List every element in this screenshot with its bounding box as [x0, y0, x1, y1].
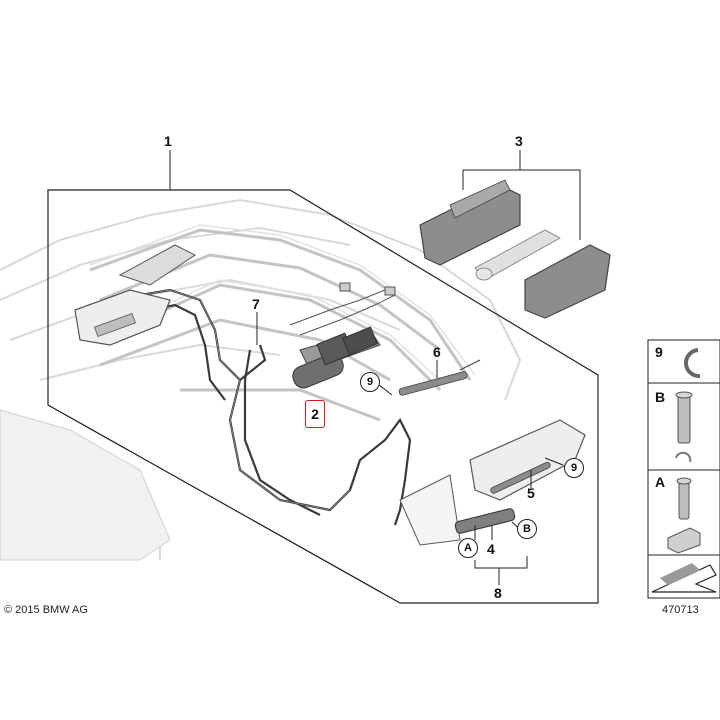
callout-a-circle: A: [458, 538, 478, 558]
legend-panel: [647, 339, 720, 599]
hydraulic-cylinder-6: [398, 359, 481, 396]
pump-wiring: [289, 282, 396, 336]
left-hinge-mechanism: [74, 244, 196, 346]
callout-9-circle: 9: [564, 458, 584, 478]
car-body-fill: [0, 409, 171, 561]
image-number: 470713: [662, 604, 699, 616]
cover-parts-3: [419, 179, 611, 319]
callout-3: 3: [515, 133, 523, 149]
callout-5: 5: [527, 485, 535, 501]
assembly-outline: [47, 189, 599, 604]
callout-9-circle: 9: [360, 372, 380, 392]
hydraulic-cylinder-4: [454, 508, 516, 534]
leader-lines: [169, 150, 581, 585]
legend-label-b: B: [655, 389, 666, 405]
callout-4: 4: [487, 541, 495, 557]
callout-1: 1: [164, 133, 172, 149]
copyright-text: © 2015 BMW AG: [4, 604, 88, 616]
callout-7: 7: [252, 296, 260, 312]
callout-6: 6: [433, 344, 441, 360]
legend-label-a: A: [655, 474, 666, 490]
callout-8: 8: [494, 585, 502, 601]
callout-2-highlighted: 2: [305, 400, 325, 428]
callout-b-circle: B: [517, 519, 537, 539]
top-frame-rails-inner: [89, 224, 476, 386]
legend-label-9: 9: [655, 344, 663, 360]
hydraulic-pump-unit: [292, 326, 381, 389]
